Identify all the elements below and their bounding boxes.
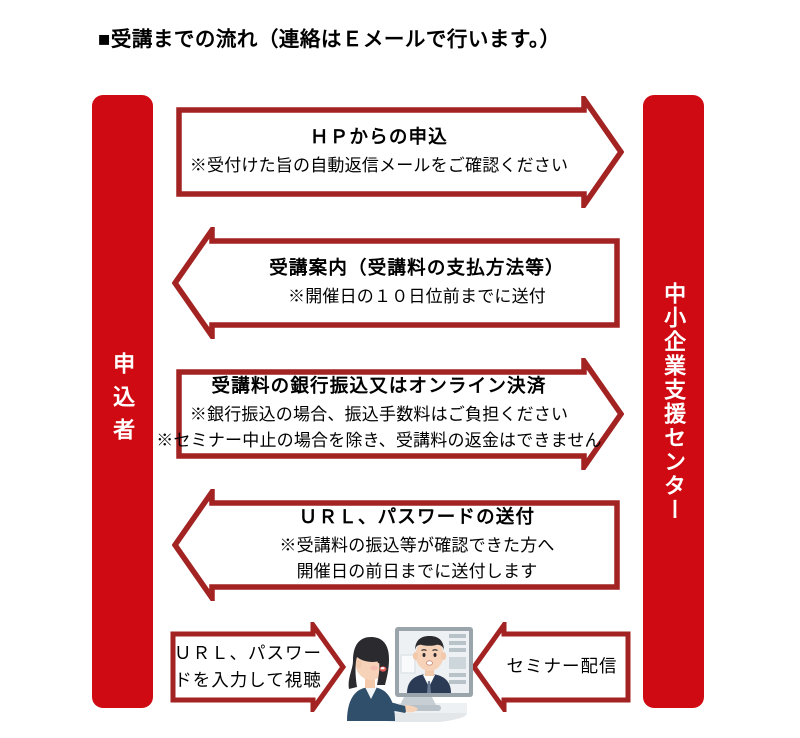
party-column-applicant-label: 申込者 (110, 352, 136, 451)
arrow-left-shape (471, 622, 631, 712)
arrow-right-shape (176, 358, 624, 470)
flow-arrow-step-3: 受講料の銀行振込又はオンライン決済 ※銀行振込の場合、振込手数料はご負担ください… (156, 358, 624, 470)
online-seminar-illustration (343, 617, 476, 722)
flow-arrow-step-5: ＵＲＬ、パスワー ドを入力して視聴 (170, 622, 346, 712)
party-column-applicant: 申込者 (92, 95, 153, 708)
online-seminar-viewer-icon (347, 627, 473, 722)
page-title: ■受講までの流れ（連絡はＥメールで行います。） (98, 28, 561, 51)
arrow-right-shape (170, 622, 346, 712)
flow-arrow-step-2: 受講案内（受講料の支払方法等） ※開催日の１０日位前までに送付 (172, 227, 620, 339)
flow-arrow-step-4: ＵＲＬ、パスワードの送付 ※受講料の振込等が確認できた方へ 開催日の前日までに送… (172, 489, 620, 601)
arrow-right-shape (176, 96, 624, 208)
flow-arrow-step-6: セミナー配信 (471, 622, 631, 712)
arrow-left-shape (172, 489, 620, 601)
party-column-support-center-label: 中小企業支援センター (661, 281, 687, 522)
arrow-left-shape (172, 227, 620, 339)
party-column-support-center: 中小企業支援センター (643, 95, 704, 708)
flow-arrow-step-1: ＨＰからの申込 ※受付けた旨の自動返信メールをご確認ください (176, 96, 624, 208)
